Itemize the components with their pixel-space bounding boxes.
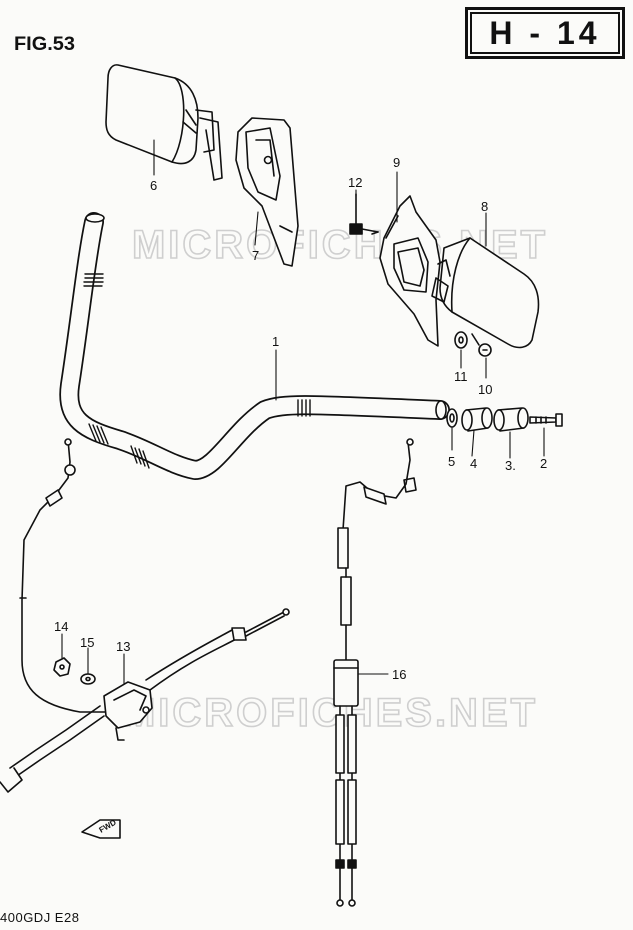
washer-part-15: [80, 673, 96, 685]
clutch-cable: [19, 438, 113, 713]
watermark-bottom: MICROFICHES.NET: [122, 691, 538, 735]
washer-part-11: [454, 331, 468, 349]
callout-2: 2: [540, 456, 547, 471]
cable-junction-part-13: [0, 608, 290, 793]
figure-label: FIG.53: [14, 34, 75, 55]
screw-part-10: [471, 333, 492, 357]
page-code: H - 14: [489, 15, 601, 51]
callout-9: 9: [393, 155, 400, 170]
callout-4: 4: [470, 456, 477, 471]
callout-14: 14: [54, 619, 68, 634]
page-code-box: H - 14: [465, 7, 625, 59]
forward-direction-arrow: [81, 819, 121, 839]
left-mirror-part: [105, 64, 223, 181]
leader-lines: [61, 139, 545, 685]
right-cover-part: [379, 195, 441, 347]
left-cover-part: [235, 117, 299, 267]
callout-10: 10: [478, 382, 492, 397]
callout-13: 13: [116, 639, 130, 654]
callout-6: 6: [150, 178, 157, 193]
callout-8: 8: [481, 199, 488, 214]
callout-11: 11: [454, 369, 468, 384]
bolt-part-2: [529, 413, 563, 427]
callout-5: 5: [448, 454, 455, 469]
callout-15: 15: [80, 635, 94, 650]
nut-part-14: [53, 657, 71, 677]
bar-end-weight-part-3: [493, 407, 529, 432]
callout-16: 16: [392, 667, 406, 682]
right-mirror-part: [431, 237, 540, 349]
bushing-part-4: [461, 407, 493, 432]
callout-numbers: 1 2 3. 4 5 6 7 8 9 10 11 12 13 14 15 16: [54, 155, 547, 682]
callout-1: 1: [272, 334, 279, 349]
callout-7: 7: [252, 248, 259, 263]
callout-3: 3.: [505, 458, 516, 473]
washer-part-5: [446, 408, 458, 428]
handlebar-part: [59, 212, 450, 480]
throttle-cable-part-16: [333, 438, 417, 907]
callout-12: 12: [348, 175, 362, 190]
screw-part-12: [349, 193, 379, 235]
footer-model-code: 400GDJ E28: [0, 910, 80, 925]
